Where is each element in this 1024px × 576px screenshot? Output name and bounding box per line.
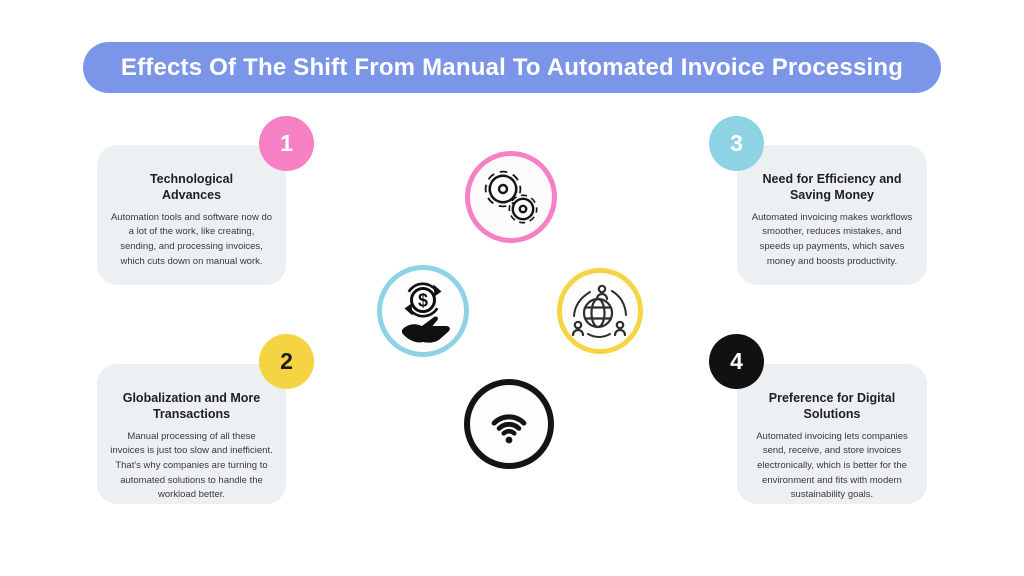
card-title: Technological Advances — [149, 172, 234, 203]
number-badge-2: 2 — [259, 334, 314, 389]
wifi-icon — [464, 379, 554, 469]
page-title: Effects Of The Shift From Manual To Auto… — [120, 53, 904, 81]
number-badge-1: 1 — [259, 116, 314, 171]
info-card-technological-advances: Technological Advances Automation tools … — [97, 145, 286, 285]
info-card-efficiency: Need for Efficiency and Saving Money Aut… — [737, 145, 927, 285]
card-title: Globalization and More Transactions — [122, 391, 261, 422]
card-body: Manual processing of all these invoices … — [110, 430, 273, 501]
header-banner: Effects Of The Shift From Manual To Auto… — [83, 42, 941, 93]
wifi-icon-glyph — [491, 414, 527, 444]
svg-text:$: $ — [418, 291, 428, 311]
global-network-icon-glyph — [571, 284, 627, 338]
number-badge-4: 4 — [709, 334, 764, 389]
gears-icon — [465, 151, 557, 243]
number-badge-3: 3 — [709, 116, 764, 171]
info-card-globalization: Globalization and More Transactions Manu… — [97, 364, 286, 504]
card-body: Automated invoicing lets companies send,… — [756, 430, 908, 501]
card-title: Preference for Digital Solutions — [768, 391, 896, 422]
card-title: Need for Efficiency and Saving Money — [762, 172, 902, 203]
info-card-digital-solutions: Preference for Digital Solutions Automat… — [737, 364, 927, 504]
money-hand-icon: $ — [377, 265, 469, 357]
gears-icon-glyph — [484, 170, 538, 224]
global-network-icon — [557, 268, 643, 354]
card-body: Automated invoicing makes workflows smoo… — [751, 211, 913, 267]
card-body: Automation tools and software now do a l… — [110, 211, 273, 267]
money-hand-icon-glyph: $ — [402, 282, 450, 343]
